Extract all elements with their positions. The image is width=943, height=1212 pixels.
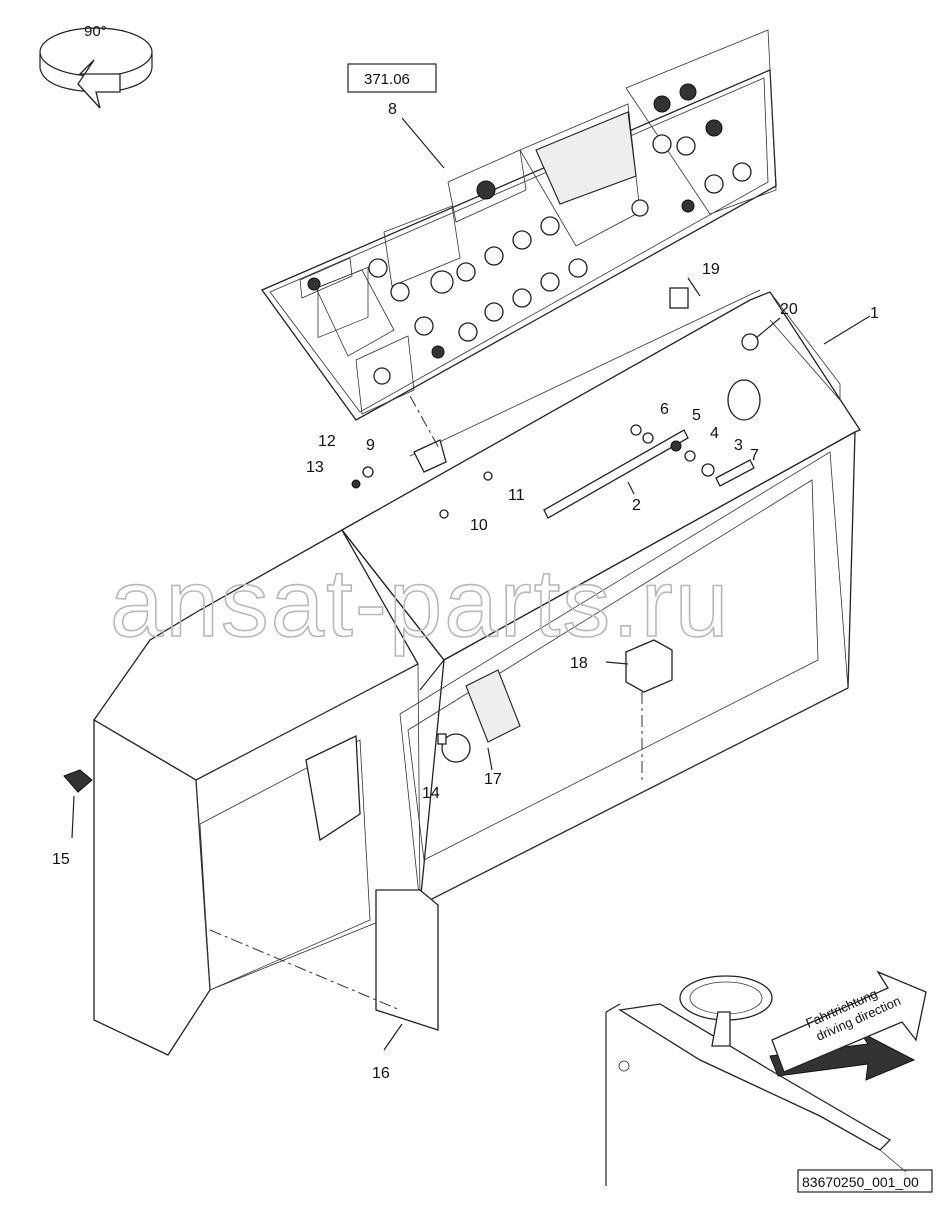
rotation-label: 90° xyxy=(84,23,107,40)
reference-box: 371.06 xyxy=(347,63,437,93)
callout-4: 4 xyxy=(710,425,719,442)
callout-7: 7 xyxy=(750,447,759,464)
callout-3: 3 xyxy=(734,437,743,454)
bracket-part-9 xyxy=(413,439,447,473)
lamp-part-14 xyxy=(437,733,471,763)
callout-20: 20 xyxy=(780,301,798,318)
callout-14: 14 xyxy=(422,785,440,802)
fitting-part-19 xyxy=(669,287,689,309)
callout-6: 6 xyxy=(660,401,669,418)
callout-10: 10 xyxy=(470,517,488,534)
nut-part-20 xyxy=(741,333,759,351)
strip-part-2 xyxy=(543,429,689,519)
watermark: ansat-parts.ru xyxy=(110,550,730,657)
panel-knobs xyxy=(307,83,752,385)
callout-15: 15 xyxy=(52,851,70,868)
reference-number: 371.06 xyxy=(364,71,410,88)
leader-lines xyxy=(71,117,871,1051)
drawing-id-box: 83670250_001_00 xyxy=(797,1169,933,1193)
callout-1: 1 xyxy=(870,305,879,322)
callout-5: 5 xyxy=(692,407,701,424)
callout-11: 11 xyxy=(508,487,525,504)
callout-17: 17 xyxy=(484,771,502,788)
fasteners xyxy=(351,424,755,519)
callout-9: 9 xyxy=(366,437,375,454)
relay-part-18 xyxy=(625,639,673,693)
direction-inset: Fahrtrichtung driving direction xyxy=(605,970,927,1186)
callout-8: 8 xyxy=(388,101,397,118)
callout-2: 2 xyxy=(632,497,641,514)
cover-part-16 xyxy=(375,889,439,1031)
callout-13: 13 xyxy=(306,459,324,476)
instrument-panel xyxy=(260,29,777,421)
rotate-90-icon: 90° xyxy=(39,23,153,109)
callout-18: 18 xyxy=(570,655,588,672)
drawing-id: 83670250_001_00 xyxy=(802,1174,919,1190)
callout-labels: 1 2 3 4 5 6 7 8 9 10 11 12 13 14 15 16 1… xyxy=(52,101,879,1082)
plug-part-15 xyxy=(63,769,93,793)
console-housing xyxy=(93,289,861,1056)
module-part-17 xyxy=(465,669,521,743)
callout-12: 12 xyxy=(318,433,336,450)
callout-19: 19 xyxy=(702,261,720,278)
callout-16: 16 xyxy=(372,1065,390,1082)
